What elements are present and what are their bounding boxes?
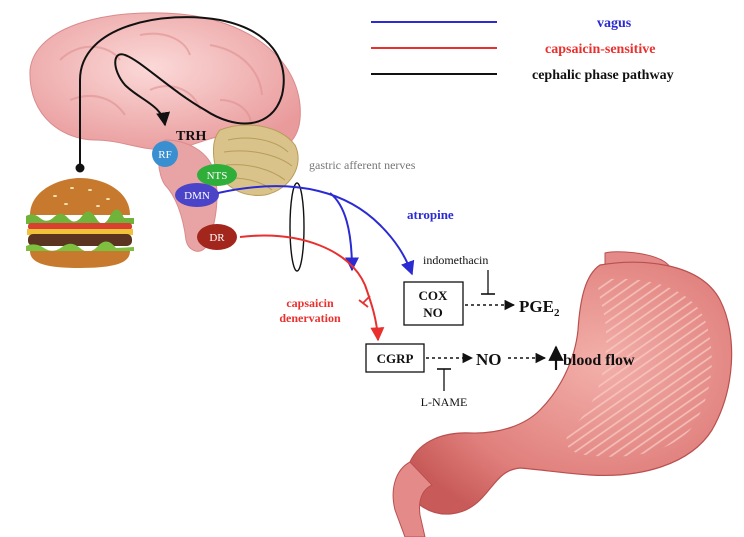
pge2-label: PGE2 bbox=[519, 297, 560, 319]
cgrp-label: CGRP bbox=[377, 351, 414, 366]
no-mediator-label: NO bbox=[476, 350, 502, 369]
capsaicin-denervation-inhibitor bbox=[358, 295, 371, 308]
cerebellum bbox=[212, 124, 299, 196]
hamburger-illustration bbox=[26, 178, 134, 268]
indomethacin-label: indomethacin bbox=[423, 253, 488, 267]
nts-nucleus bbox=[197, 164, 237, 186]
stomach-rugae bbox=[566, 278, 712, 457]
cephalic-line bbox=[79, 16, 285, 165]
burger-lettuce bbox=[26, 209, 134, 224]
legend: vagus capsaicin-sensitive cephalic phase… bbox=[371, 16, 674, 83]
vagus-pathway-branch bbox=[329, 192, 359, 272]
box-no-label: NO bbox=[423, 305, 443, 320]
brain-nuclei: TRH RF NTS DMN DR bbox=[152, 129, 237, 250]
atropine-label: atropine bbox=[407, 207, 454, 222]
trh-label: TRH bbox=[176, 129, 206, 144]
nts-label: NTS bbox=[207, 170, 228, 182]
rf-nucleus bbox=[152, 141, 178, 167]
gastric-afferent-label: gastric afferent nerves bbox=[309, 158, 416, 172]
pge2-subscript: 2 bbox=[554, 307, 560, 319]
cerebellum-folia bbox=[223, 137, 293, 191]
burger-sesame bbox=[53, 187, 110, 207]
dmn-label: DMN bbox=[184, 190, 210, 202]
gastric-afferent-nerves-bundle bbox=[289, 182, 305, 272]
dr-nucleus bbox=[197, 224, 237, 250]
brain-illustration bbox=[29, 12, 301, 252]
stomach-illustration bbox=[392, 251, 733, 537]
burger-patty bbox=[28, 234, 132, 246]
capsaicin-denervation-label-1: capsaicin bbox=[286, 296, 334, 310]
burger-bottom-bun bbox=[30, 251, 130, 268]
legend-label-cephalic: cephalic phase pathway bbox=[532, 68, 674, 83]
burger-bottom-lettuce bbox=[26, 241, 134, 252]
cephalic-pathway bbox=[75, 16, 285, 173]
cox-label: COX bbox=[419, 288, 449, 303]
burger-tomato bbox=[28, 223, 132, 230]
legend-label-vagus: vagus bbox=[597, 16, 632, 31]
blood-flow-label: blood flow bbox=[563, 352, 635, 369]
burger-top-bun bbox=[30, 178, 130, 215]
dr-label: DR bbox=[209, 232, 225, 244]
duodenum bbox=[392, 461, 433, 537]
legend-label-capsaicin: capsaicin-sensitive bbox=[545, 42, 655, 57]
capsaicin-pathway bbox=[239, 234, 385, 342]
dmn-nucleus bbox=[175, 183, 219, 207]
l-name-label: L-NAME bbox=[421, 395, 468, 409]
cgrp-box bbox=[365, 343, 425, 373]
vagus-pathway-cox bbox=[217, 185, 415, 276]
cephalic-origin-dot bbox=[75, 163, 85, 173]
rf-label: RF bbox=[158, 149, 171, 161]
burger-cheese bbox=[27, 229, 133, 235]
capsaicin-denervation-label-2: denervation bbox=[279, 311, 341, 325]
cox-no-box bbox=[403, 281, 464, 326]
